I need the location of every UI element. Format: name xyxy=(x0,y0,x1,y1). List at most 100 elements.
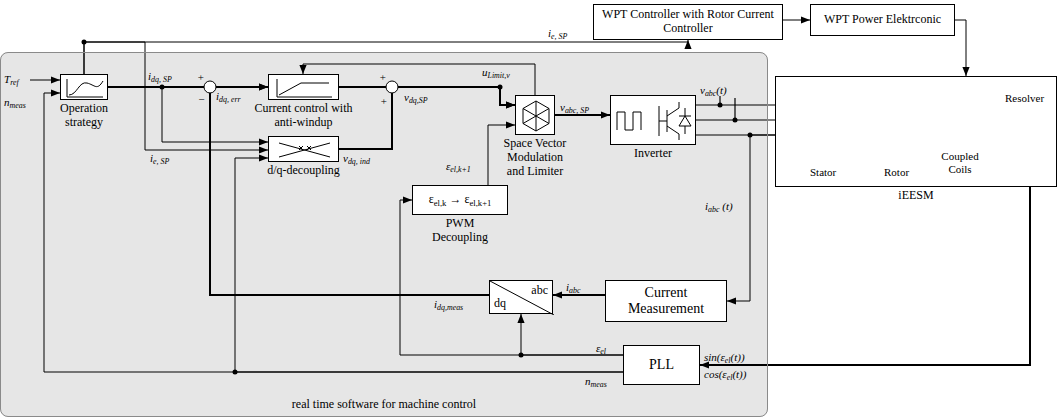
signal-connector xyxy=(400,200,623,355)
subscript: el,k+1 xyxy=(469,198,491,208)
text-run: T xyxy=(4,73,10,85)
text-run: ε xyxy=(429,192,434,206)
signal-name: idq,meas xyxy=(434,298,463,311)
block-caption: real time software for machine control xyxy=(1,397,767,412)
subscript: abc xyxy=(705,89,716,98)
block-text: εel,k → εel,k+1 xyxy=(429,193,492,207)
subscript: dq,SP xyxy=(409,96,428,105)
text-run: Stator xyxy=(810,166,836,178)
summing-junction xyxy=(204,81,216,93)
block-caption: Current control with anti-windup xyxy=(245,102,363,130)
text-holder: εel,k → εel,k+1 xyxy=(413,186,507,214)
signal-name: εel xyxy=(596,342,606,355)
text-run: i xyxy=(705,200,708,212)
subscript: abc, SP xyxy=(565,106,589,115)
text-run: − xyxy=(198,93,205,105)
signal-name: vabc, SP xyxy=(560,101,589,114)
text-run: n xyxy=(585,375,591,387)
inverter-block: Inverter xyxy=(610,95,696,145)
input-arrow xyxy=(30,80,60,81)
text-run: i xyxy=(548,27,551,39)
modulator-block: Space Vector Modulation and Limiter xyxy=(515,95,555,135)
text-run: PLL xyxy=(649,357,674,372)
sign: + xyxy=(380,95,387,108)
subscript: dq, ind xyxy=(348,157,370,166)
subscript: Limit,v xyxy=(488,71,510,80)
text-run: v xyxy=(343,152,348,164)
text-run: Coupled Coils xyxy=(941,150,978,175)
process-box: WPT Controller with Rotor Current Contro… xyxy=(593,4,783,40)
subscript: meas xyxy=(10,101,26,110)
text-run: Resolver xyxy=(1005,92,1044,104)
part-name: Coupled Coils xyxy=(938,150,982,175)
signal-name: cos(εel(t)) xyxy=(704,368,746,381)
text-holder: Current Measurement xyxy=(606,281,726,321)
text-run: Current control with anti-windup xyxy=(255,101,353,129)
software-panel-fill xyxy=(0,52,768,417)
sign: + xyxy=(379,71,386,84)
signal-name: iabc xyxy=(566,281,580,294)
block-caption: Space Vector Modulation and Limiter xyxy=(497,137,573,178)
signal-connector xyxy=(700,187,1030,365)
signal-connector xyxy=(955,20,966,76)
text-run: (t) xyxy=(719,200,732,212)
signal-connector xyxy=(108,87,268,142)
signal-name: idq, SP xyxy=(148,70,172,83)
signal-name: εel,k+1 xyxy=(446,160,471,173)
controller-block: Current control with anti-windup xyxy=(268,74,339,100)
signal-name: ie, SP xyxy=(548,27,567,40)
block-text: dq xyxy=(494,296,506,311)
process-box: Current Measurement xyxy=(605,280,727,322)
text-run: i xyxy=(216,90,219,102)
part-name: Rotor xyxy=(884,166,909,179)
text-run: dq xyxy=(494,296,506,310)
text-run: PWM Decoupling xyxy=(432,216,488,244)
block-symbol xyxy=(269,137,340,163)
subscript: el,k xyxy=(434,198,447,208)
text-run: v xyxy=(404,91,409,103)
text-run: → ε xyxy=(446,192,469,206)
block-caption: Inverter xyxy=(613,147,693,161)
text-run: real time software for machine control xyxy=(292,397,476,411)
subscript: el,k+1 xyxy=(450,165,470,174)
subscript: el xyxy=(725,356,731,365)
subscript: el xyxy=(727,373,733,382)
block-text: WPT Power Elektrconic xyxy=(824,13,941,27)
subscript: dq, SP xyxy=(151,75,172,84)
text-run: ε xyxy=(446,160,450,172)
text-run: d/q-decoupling xyxy=(267,163,340,177)
block-caption: Operation strategy xyxy=(53,102,115,130)
block-caption: iEESM xyxy=(876,189,956,203)
text-run: ε xyxy=(596,342,600,354)
sign: + xyxy=(197,71,204,84)
text-run: cos(ε xyxy=(704,368,727,380)
text-run: Operation strategy xyxy=(60,101,108,129)
text-holder: PLL xyxy=(624,346,699,384)
text-run: (t) xyxy=(716,84,726,96)
text-run: + xyxy=(379,71,386,83)
decoupling-block: d/q-decoupling xyxy=(268,136,339,162)
signal-name: nmeas xyxy=(585,375,607,388)
signal-connector xyxy=(44,93,623,372)
block-symbol xyxy=(61,75,109,101)
input-signal: nmeas xyxy=(4,96,26,109)
text-run: i xyxy=(150,152,153,164)
subscript: dq,meas xyxy=(437,303,463,312)
text-run: iEESM xyxy=(898,188,933,202)
text-run: Rotor xyxy=(884,166,909,178)
subscript: el xyxy=(600,347,606,356)
block-text: WPT Controller with Rotor Current Contro… xyxy=(598,8,778,36)
text-run: v xyxy=(700,84,705,96)
block-text: PLL xyxy=(649,357,674,373)
subscript: dq, err xyxy=(219,95,241,104)
signal-connector xyxy=(84,42,268,150)
subscript: e, SP xyxy=(153,157,169,166)
text-holder: WPT Controller with Rotor Current Contro… xyxy=(594,5,782,39)
signal-connector xyxy=(339,87,515,149)
signal-connector xyxy=(783,20,810,21)
text-run: Inverter xyxy=(634,146,672,160)
process-box: PLL xyxy=(623,345,700,385)
text-run: (t)) xyxy=(731,351,745,363)
